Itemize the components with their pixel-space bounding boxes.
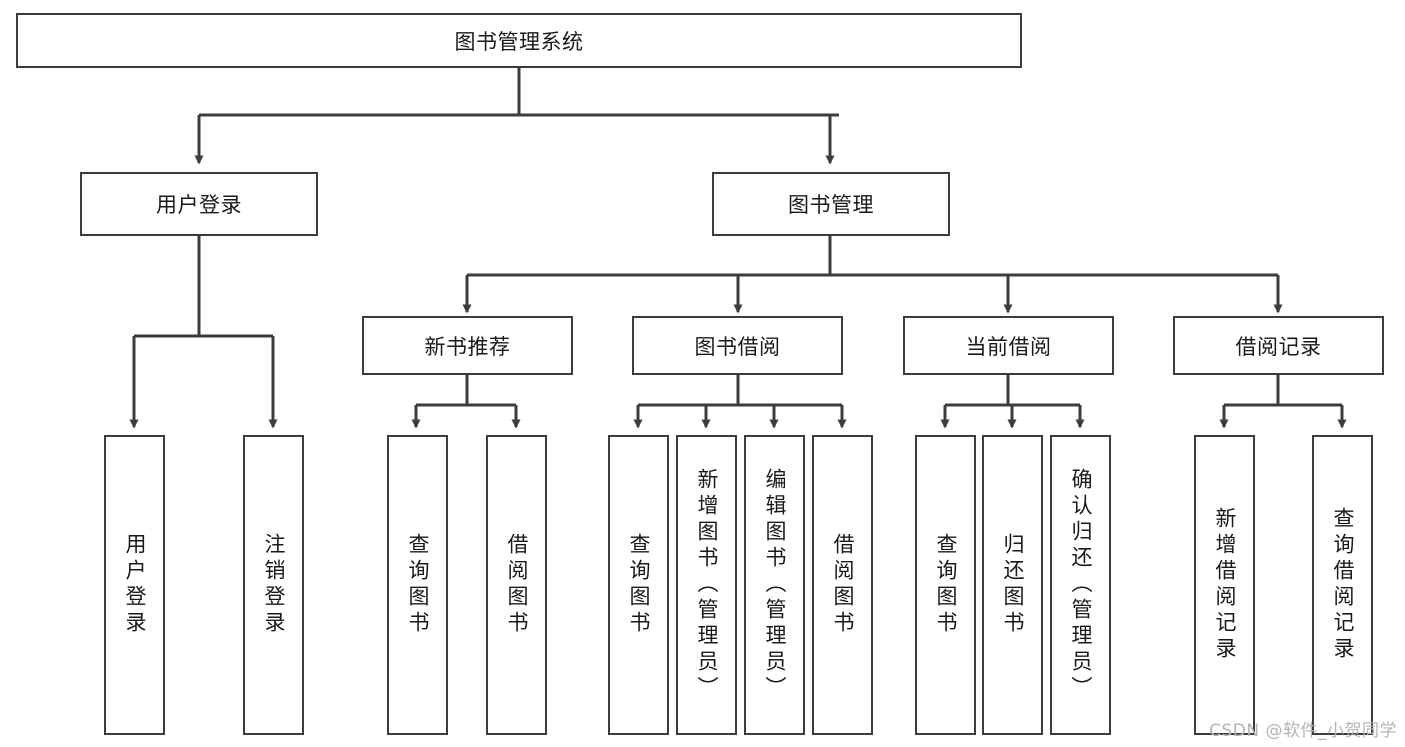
leaf-user-login-logout[interactable]: 注销登录	[243, 435, 304, 735]
leaf-book-borrow-query[interactable]: 查询图书	[608, 435, 669, 735]
leaf-book-borrow-edit[interactable]: 编辑图书（管理员）	[744, 435, 805, 735]
leaf-label: 查询借阅记录	[1331, 507, 1355, 663]
leaf-label: 编辑图书（管理员）	[763, 468, 787, 702]
leaf-label: 确认归还（管理员）	[1069, 468, 1093, 702]
leaf-current-borrow-return[interactable]: 归还图书	[982, 435, 1043, 735]
node-borrow-record-label: 借阅记录	[1235, 334, 1322, 359]
node-current-borrow-label: 当前借阅	[965, 334, 1052, 359]
node-book-borrow-label: 图书借阅	[694, 334, 781, 359]
leaf-new-book-borrow[interactable]: 借阅图书	[486, 435, 547, 735]
node-new-book-recommend[interactable]: 新书推荐	[362, 316, 573, 375]
leaf-label: 查询图书	[406, 533, 430, 637]
leaf-borrow-record-query[interactable]: 查询借阅记录	[1312, 435, 1373, 735]
leaf-current-borrow-confirm[interactable]: 确认归还（管理员）	[1050, 435, 1111, 735]
node-book-borrow[interactable]: 图书借阅	[632, 316, 843, 375]
leaf-label: 新增图书（管理员）	[695, 468, 719, 702]
node-book-manage[interactable]: 图书管理	[712, 172, 950, 236]
leaf-new-book-query[interactable]: 查询图书	[387, 435, 448, 735]
leaf-label: 新增借阅记录	[1213, 507, 1237, 663]
leaf-borrow-record-add[interactable]: 新增借阅记录	[1194, 435, 1255, 735]
leaf-book-borrow-borrow[interactable]: 借阅图书	[812, 435, 873, 735]
leaf-label: 归还图书	[1001, 533, 1025, 637]
leaf-user-login-login[interactable]: 用户登录	[104, 435, 165, 735]
leaf-current-borrow-query[interactable]: 查询图书	[915, 435, 976, 735]
node-root-label: 图书管理系统	[454, 29, 584, 54]
leaf-label: 查询图书	[627, 533, 651, 637]
node-new-book-recommend-label: 新书推荐	[424, 334, 511, 359]
node-root[interactable]: 图书管理系统	[16, 13, 1022, 68]
leaf-label: 注销登录	[262, 533, 286, 637]
node-user-login-label: 用户登录	[156, 193, 242, 217]
node-current-borrow[interactable]: 当前借阅	[903, 316, 1114, 375]
leaf-label: 查询图书	[934, 533, 958, 637]
leaf-label: 借阅图书	[831, 533, 855, 637]
node-user-login[interactable]: 用户登录	[80, 172, 318, 236]
watermark: CSDN @软件_小贺同学	[1209, 721, 1397, 741]
leaf-book-borrow-add[interactable]: 新增图书（管理员）	[676, 435, 737, 735]
node-book-manage-label: 图书管理	[788, 193, 874, 217]
leaf-label: 借阅图书	[505, 533, 529, 637]
leaf-label: 用户登录	[123, 533, 147, 637]
node-borrow-record[interactable]: 借阅记录	[1173, 316, 1384, 375]
